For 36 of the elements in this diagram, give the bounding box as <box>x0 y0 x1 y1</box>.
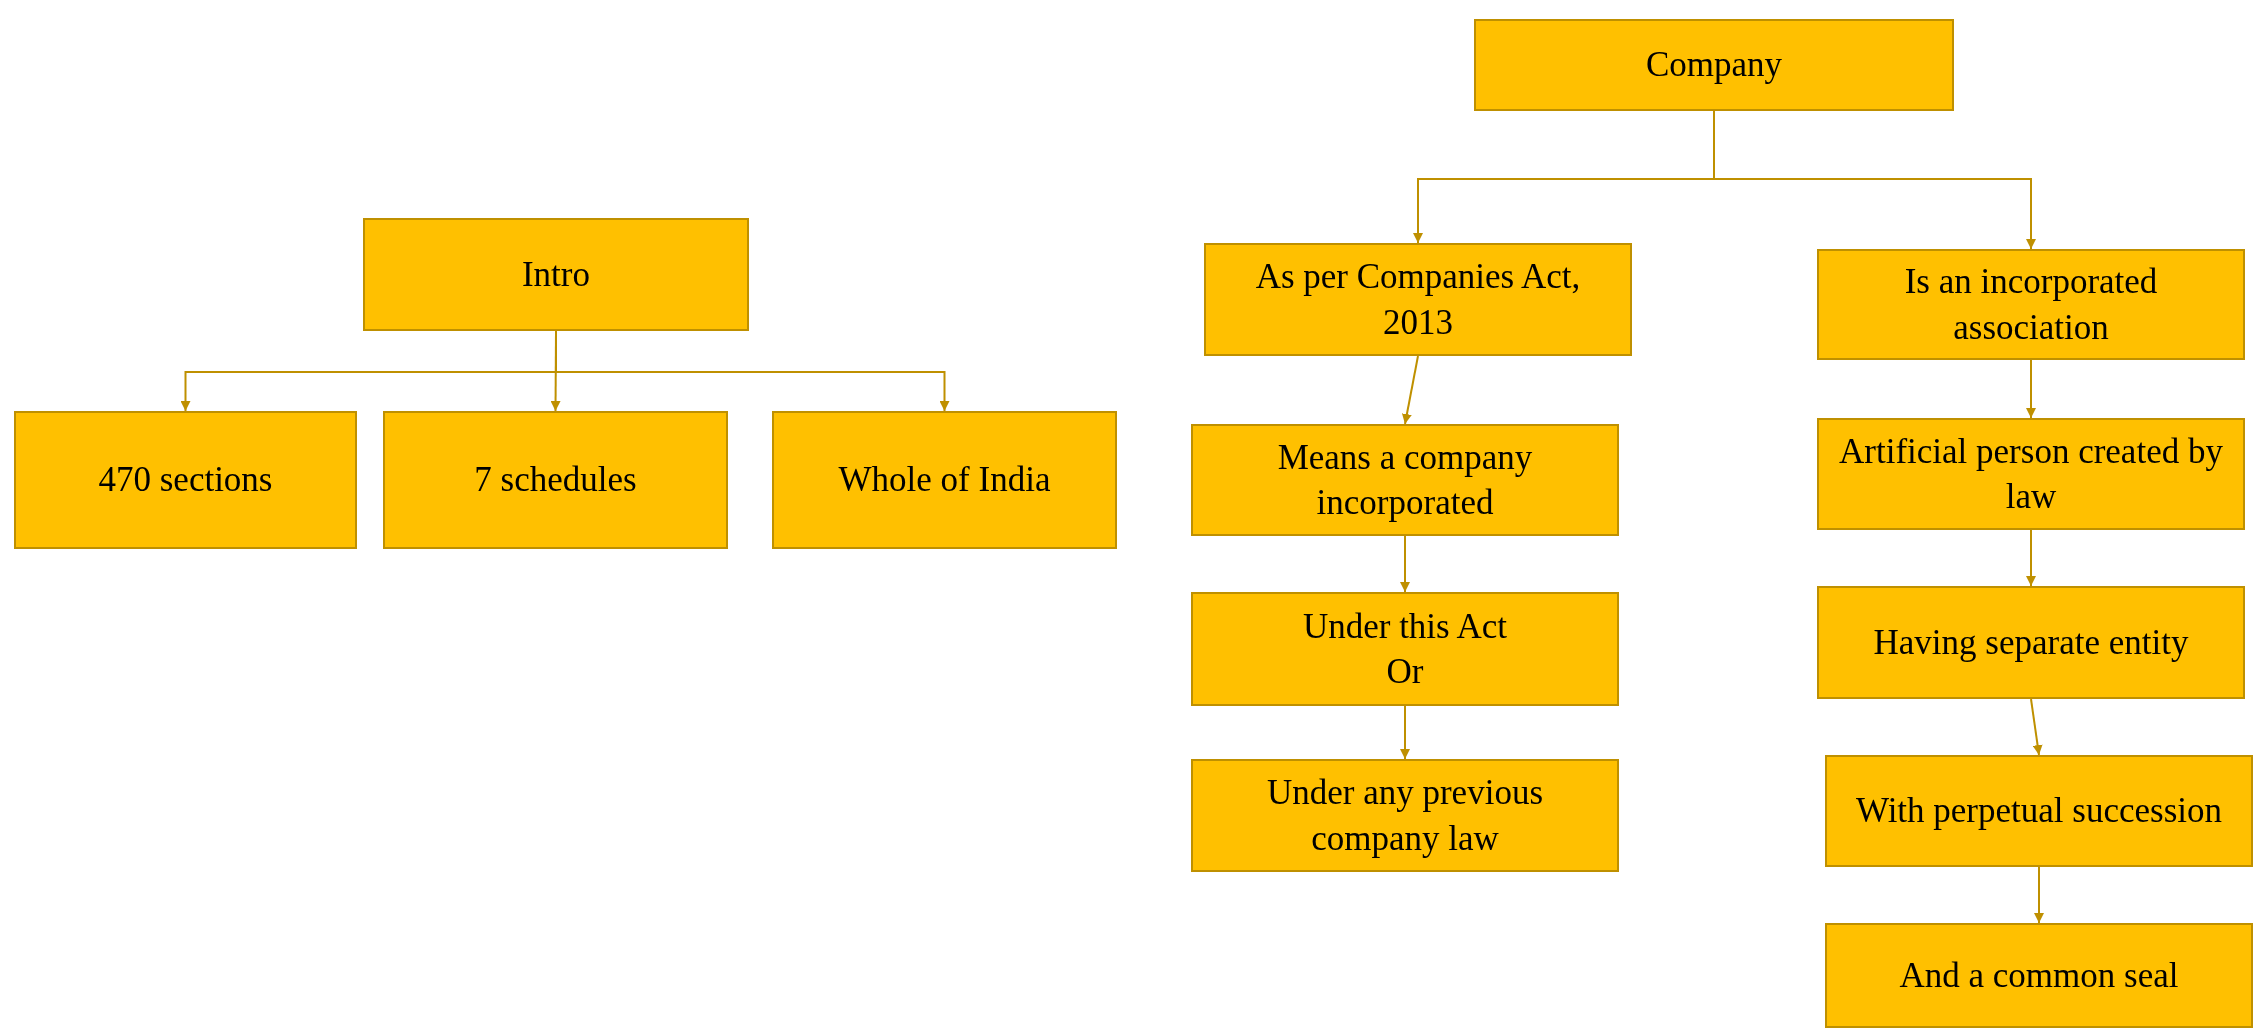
box-label: Having separate entity <box>1873 621 2189 664</box>
arrow <box>1400 535 1410 593</box>
box-label: Or <box>1386 651 1424 693</box>
process-box <box>383 411 728 549</box>
arrow <box>2026 529 2036 587</box>
process-box <box>1191 592 1619 706</box>
box-label: With perpetual succession <box>1856 790 2222 833</box>
process-box <box>1817 249 2245 360</box>
arrow <box>2026 359 2036 419</box>
box-label: 7 schedules <box>474 459 637 502</box>
process-box <box>1817 586 2245 699</box>
process-box <box>1474 19 1954 111</box>
process-box <box>363 218 749 331</box>
process-box <box>772 411 1117 549</box>
box-label: Under this Act <box>1302 605 1508 648</box>
process-box <box>1191 759 1619 872</box>
box-label: Is an incorporated association <box>1903 261 2159 349</box>
box-label: And a common seal <box>1899 954 2179 997</box>
process-box <box>14 411 357 549</box>
process-box <box>1825 755 2253 867</box>
process-box <box>1825 923 2253 1028</box>
box-label: Under any previous company law <box>1265 772 1544 860</box>
process-box <box>1191 424 1619 536</box>
box-label: Artificial person created by law <box>1839 430 2223 518</box>
box-label: Intro <box>521 253 590 296</box>
box-label: 470 sections <box>98 459 273 502</box>
box-label: As per Companies Act, 2013 <box>1254 256 1582 344</box>
arrow <box>1401 355 1419 425</box>
process-box <box>1204 243 1632 356</box>
box-label: Means a company incorporated <box>1276 436 1534 524</box>
arrow <box>1400 705 1410 760</box>
arrow <box>2034 866 2044 924</box>
arrow <box>2030 698 2043 756</box>
box-label: Company <box>1645 44 1783 87</box>
process-box <box>1817 418 2245 530</box>
box-label: Whole of India <box>838 459 1051 502</box>
